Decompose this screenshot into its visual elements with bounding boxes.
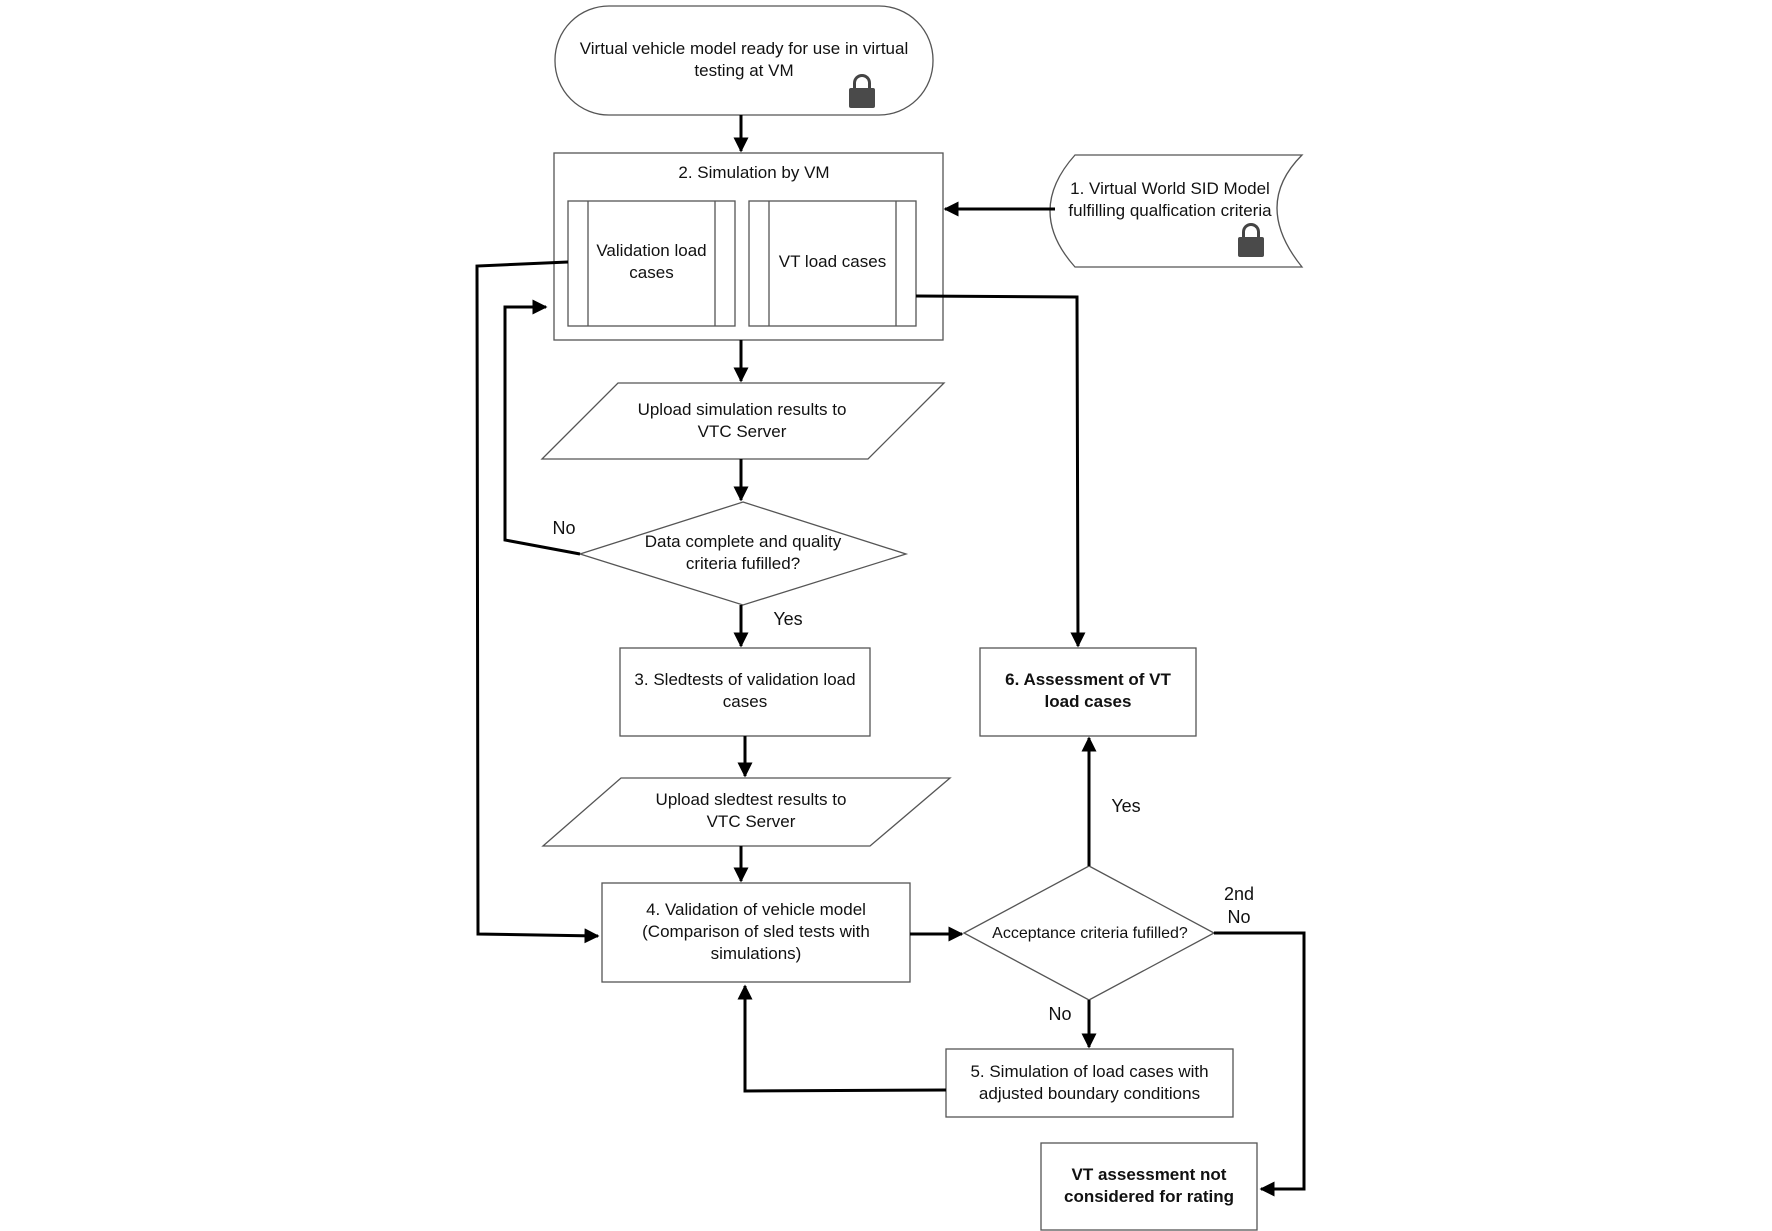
vt-cases-label: VT load cases: [778, 252, 887, 271]
validation-label: 4. Validation of vehicle model (Comparis…: [642, 900, 870, 963]
edge-label-yes: Yes: [773, 609, 803, 629]
resim-box: [945, 1048, 1234, 1118]
simulation-group-label: 2. Simulation by VM: [678, 163, 830, 182]
edge-vt-to-assessment: [915, 294, 1086, 648]
not-considered-box: [1040, 1142, 1258, 1231]
upload-sled-parallelogram: [541, 777, 952, 847]
edge-label-no: No: [1048, 1004, 1072, 1024]
assessment-label: 6. Assessment of VT load cases: [1005, 670, 1171, 711]
sledtests-box: [619, 647, 871, 737]
edge-label-2nd: 2nd: [1223, 884, 1255, 904]
edge-label-no: No: [1227, 907, 1251, 927]
vt-cases-box: [748, 200, 917, 327]
start-label: Virtual vehicle model ready for use in v…: [579, 39, 909, 80]
resim-label: 5. Simulation of load cases with adjuste…: [970, 1062, 1209, 1103]
edge-label-yes: Yes: [1111, 796, 1141, 816]
edge-accept-2nd-no: [1214, 931, 1306, 1197]
not-considered-label: VT assessment not considered for rating: [1063, 1165, 1235, 1206]
accept-decision-label: Acceptance criteria fufilled?: [992, 925, 1188, 942]
data-decision-diamond: [577, 501, 909, 606]
start-terminal: [554, 5, 934, 116]
validation-cases-label: Validation load cases: [596, 241, 707, 282]
lock-icon: [1238, 223, 1264, 257]
edge-decision-no: [503, 299, 581, 556]
data-decision-label: Data complete and quality criteria fufil…: [644, 532, 842, 573]
upload-sim-label: Upload simulation results to VTC Server: [637, 400, 847, 441]
sid-model-label: 1. Virtual World SID Model fulfilling qu…: [1068, 179, 1272, 220]
edge-validation-loop: [475, 260, 600, 944]
upload-sim-parallelogram: [540, 382, 946, 460]
upload-sled-label: Upload sledtest results to VTC Server: [655, 790, 847, 831]
lock-icon: [849, 74, 875, 108]
edge-resim-back: [737, 984, 947, 1093]
validation-cases-box: [567, 200, 736, 327]
assessment-box: [979, 647, 1197, 737]
sledtests-label: 3. Sledtests of validation load cases: [634, 670, 856, 711]
edge-label-no: No: [552, 518, 576, 538]
